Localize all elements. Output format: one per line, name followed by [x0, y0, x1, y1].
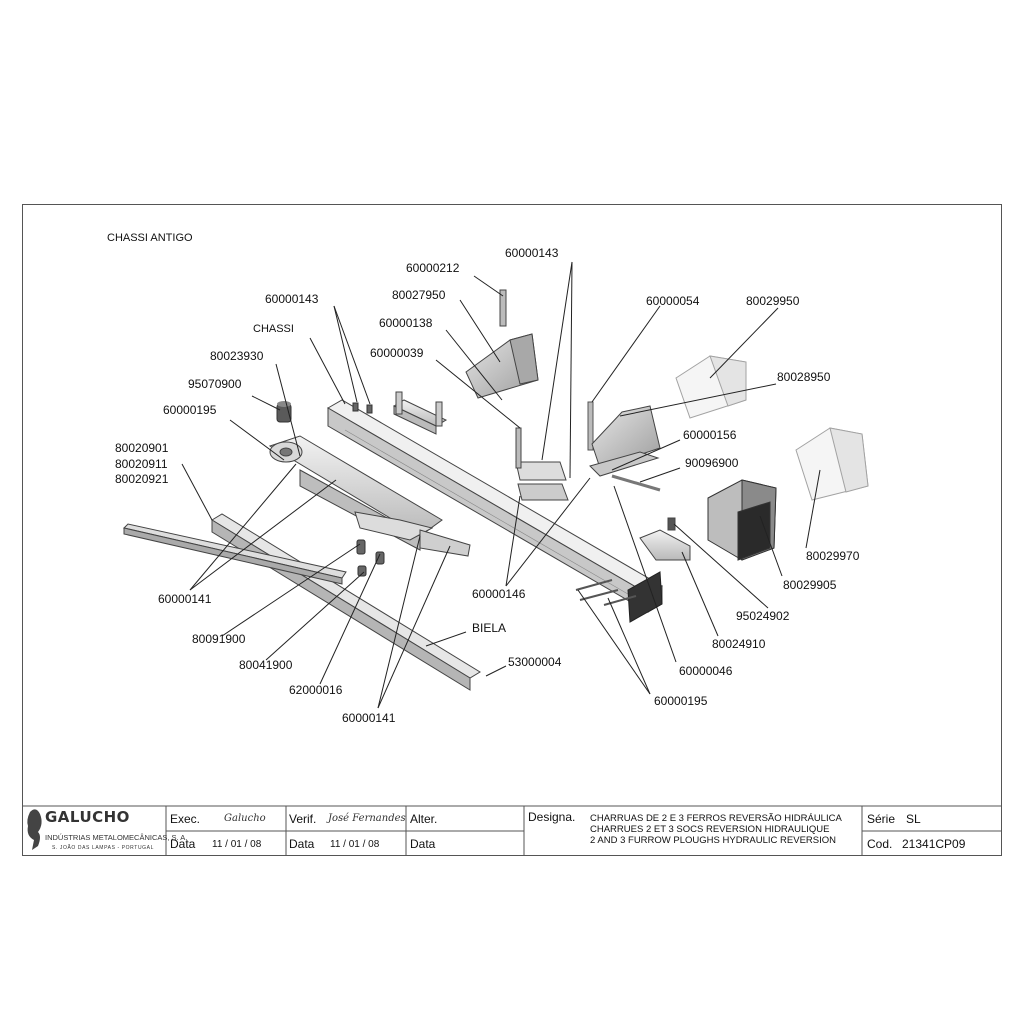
callout-95070900: 95070900 — [188, 377, 242, 391]
bushing — [276, 401, 292, 423]
callout-60000054: 60000054 — [646, 294, 700, 308]
company-name: GALUCHO — [45, 808, 130, 826]
callout-60000195-right: 60000195 — [654, 694, 708, 708]
callout-80020921: 80020921 — [115, 472, 169, 486]
callout-60000141-bottom: 60000141 — [342, 711, 396, 725]
sheet-title: CHASSI ANTIGO — [107, 232, 193, 244]
cod-label: Cod. — [867, 837, 893, 851]
end-bolts — [575, 579, 637, 606]
bracket-80028950 — [589, 405, 661, 477]
callout-60000141-left: 60000141 — [158, 592, 212, 606]
callout-80029970: 80029970 — [806, 549, 860, 563]
pin-90096900 — [611, 474, 661, 492]
serie-label: Série — [867, 812, 896, 826]
callout-60000156: 60000156 — [683, 428, 737, 442]
verif-label: Verif. — [289, 812, 317, 826]
hitch-block — [707, 479, 777, 561]
callout-80024910: 80024910 — [712, 637, 766, 651]
exec-signature: Galucho — [224, 813, 266, 824]
designa-label: Designa. — [528, 810, 576, 824]
callout-60000039: 60000039 — [370, 346, 424, 360]
callout-80020911: 80020911 — [115, 457, 168, 471]
company-sub: INDÚSTRIAS METALOMECÂNICAS, S. A. — [45, 833, 188, 842]
bracket-60000039 — [392, 391, 448, 435]
callout-60000195-left: 60000195 — [163, 403, 217, 417]
pins-small — [352, 402, 385, 577]
designation-line-1: CHARRUAS DE 2 E 3 FERROS REVERSÃO HIDRÁU… — [590, 813, 842, 824]
designation-line-3: 2 AND 3 FURROW PLOUGHS HYDRAULIC REVERSI… — [590, 835, 836, 846]
callout-60000146: 60000146 — [472, 587, 526, 601]
clamp-plate — [515, 427, 569, 501]
cod-value: 21341CP09 — [902, 837, 966, 851]
drawing-frame — [22, 204, 1002, 856]
callout-biela: BIELA — [472, 621, 507, 635]
bracket-80024910 — [639, 517, 691, 561]
leader-lines — [181, 261, 821, 709]
callout-80023930: 80023930 — [210, 349, 264, 363]
ghost-bracket-80029970 — [795, 427, 869, 501]
serie-value: SL — [906, 812, 921, 826]
exec-data-label: Data — [170, 837, 196, 851]
exec-label: Exec. — [170, 812, 201, 826]
callout-80029950: 80029950 — [746, 294, 800, 308]
exec-date: 11 / 01 / 08 — [212, 839, 262, 850]
verif-date: 11 / 01 / 08 — [330, 839, 380, 850]
callout-60000046: 60000046 — [679, 664, 733, 678]
callout-60000138: 60000138 — [379, 316, 433, 330]
galucho-logo-icon — [27, 809, 42, 850]
callout-53000004: 53000004 — [508, 655, 562, 669]
callout-chassi: CHASSI — [253, 323, 294, 335]
callout-80028950: 80028950 — [777, 370, 831, 384]
verif-data-label: Data — [289, 837, 315, 851]
alter-label: Alter. — [410, 812, 438, 826]
callout-80041900: 80041900 — [239, 658, 293, 672]
callout-60000143-left: 60000143 — [265, 292, 319, 306]
company-location: S. JOÃO DAS LAMPAS - PORTUGAL — [52, 845, 154, 851]
cross-bar — [123, 523, 347, 585]
verif-signature: José Fernandes — [328, 813, 406, 824]
bracket-80027950 — [465, 289, 539, 399]
callout-60000212: 60000212 — [406, 261, 460, 275]
callout-80027950: 80027950 — [392, 288, 446, 302]
callout-90096900: 90096900 — [685, 456, 739, 470]
alter-data-label: Data — [410, 837, 436, 851]
callout-62000016: 62000016 — [289, 683, 343, 697]
callout-95024902: 95024902 — [736, 609, 790, 623]
callout-80029905: 80029905 — [783, 578, 837, 592]
bolt-60000054 — [587, 401, 594, 451]
callout-60000143-top: 60000143 — [505, 246, 559, 260]
title-block-grid — [22, 805, 1002, 856]
designation-line-2: CHARRUES 2 ET 3 SOCS REVERSION HIDRAULIQ… — [590, 824, 830, 835]
callout-80091900: 80091900 — [192, 632, 246, 646]
callout-80020901: 80020901 — [115, 441, 169, 455]
end-plate — [627, 571, 663, 623]
frame-arm — [268, 435, 471, 557]
